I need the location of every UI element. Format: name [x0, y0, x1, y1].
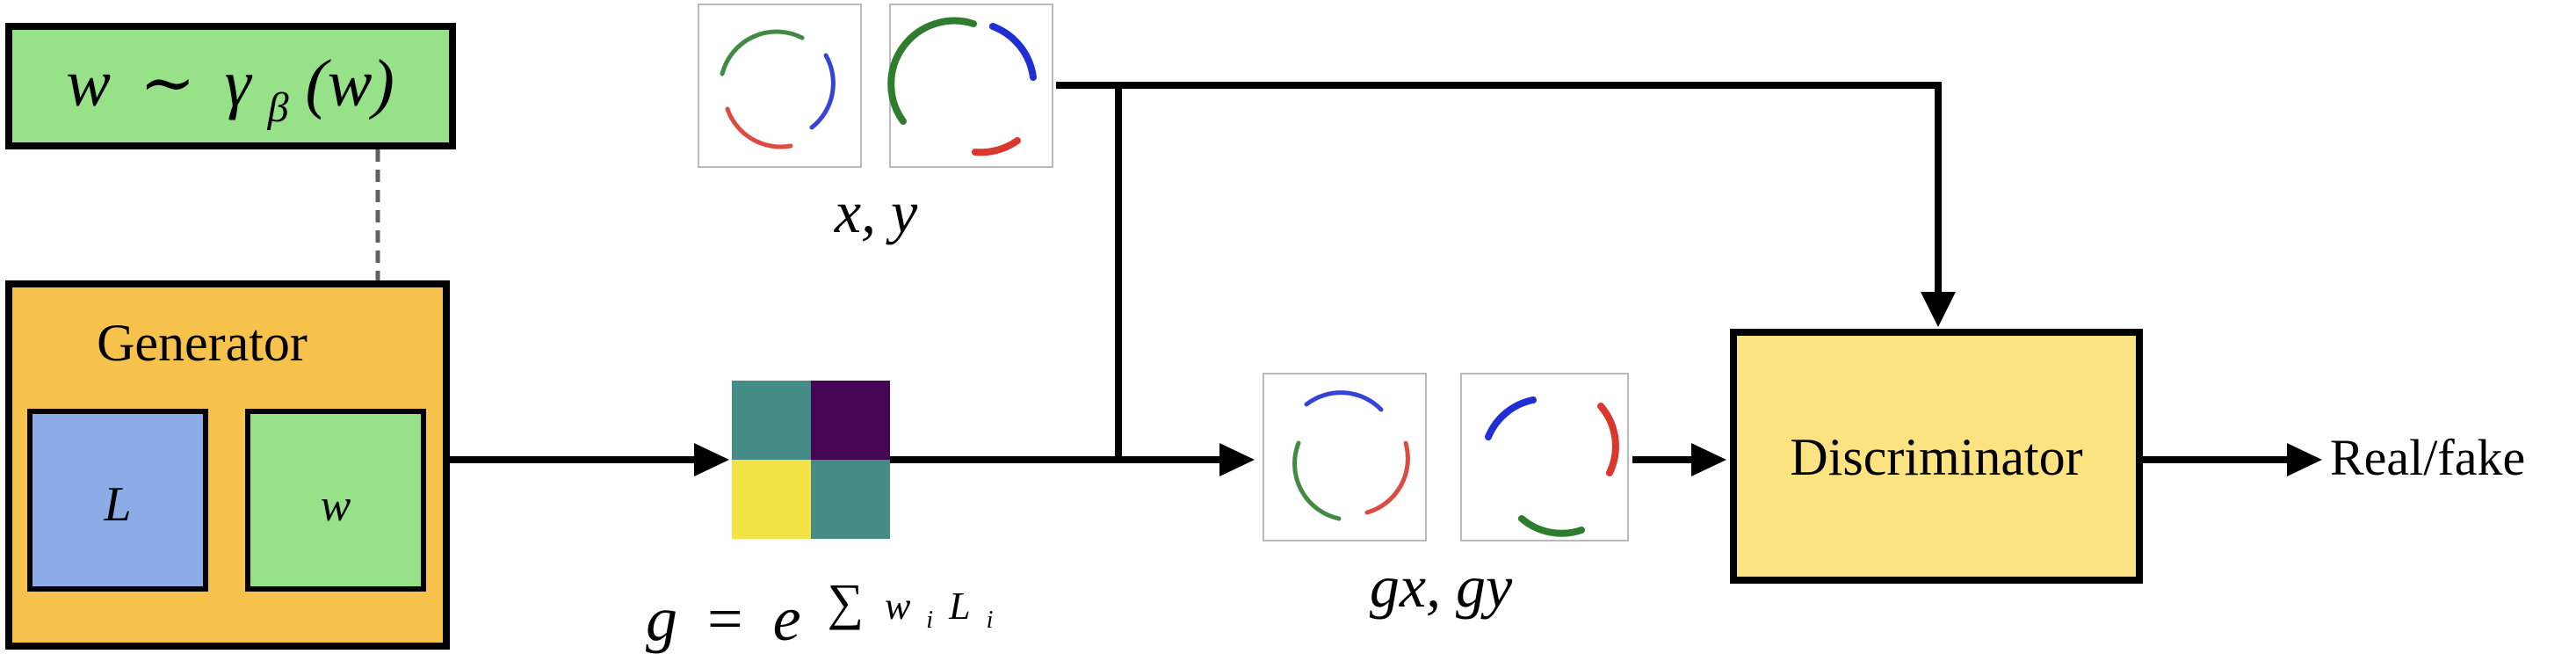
sum-L: L [948, 585, 970, 628]
discriminator-label: Discriminator [1790, 428, 2082, 486]
generator-L-label: L [103, 477, 131, 532]
prior-gamma: γ [225, 47, 253, 120]
x-arc-red [725, 106, 793, 149]
gy-panel-frame [1460, 373, 1629, 541]
gx-arc-red [1364, 440, 1410, 515]
xy-label: x, y [834, 178, 918, 245]
gy-sample-panel [1460, 373, 1629, 541]
x-arc-blue [809, 53, 836, 130]
prior-tilde: ∼ [140, 47, 196, 120]
gy-arc-blue [1485, 396, 1537, 440]
generator-L-matrix [27, 409, 208, 592]
x-panel-frame [698, 4, 862, 168]
y-arc-green [887, 17, 977, 125]
sum-w: w [885, 585, 911, 628]
xy-to-discriminator-arrowhead [1921, 292, 1956, 327]
group-element-formula: g = e ∑ w i L i [646, 563, 993, 654]
y-arc-blue [989, 23, 1037, 81]
exp-e: e [773, 584, 801, 654]
y-sample-panel [887, 4, 1053, 168]
x-sample-panel [698, 4, 862, 168]
prior-box [5, 23, 456, 149]
gxgy-label: gx, gy [1370, 553, 1513, 620]
equals-symbol: = [707, 584, 743, 654]
generator-title: Generator [97, 314, 308, 372]
gxgy-to-discriminator-arrowhead [1691, 443, 1726, 476]
sum-w-index: i [926, 607, 933, 634]
prior-distribution: w ∼ γ β (w) [5, 23, 456, 149]
matrix-cell-1 [811, 381, 890, 460]
g-symbol: g [646, 584, 677, 654]
gx-arc-blue [1304, 390, 1384, 412]
gx-arc-green [1292, 440, 1342, 521]
generator-to-g-arrowhead [694, 443, 729, 476]
discriminator-box [1730, 329, 2143, 584]
discriminator: Discriminator [1730, 329, 2143, 584]
matrix-cell-3 [811, 460, 890, 539]
output-label: Real/fake [2330, 429, 2525, 486]
prior-formula: w ∼ γ β (w) [66, 47, 394, 136]
generator: Generator L w [5, 280, 450, 650]
discriminator-to-output-arrowhead [2287, 443, 2322, 476]
matrix-cell-2 [732, 460, 811, 539]
gy-arc-green [1518, 515, 1585, 537]
y-panel-frame [889, 4, 1053, 168]
sum-L-index: i [987, 607, 994, 634]
matrix-cell-0 [732, 381, 811, 460]
prior-arg: (w) [305, 47, 394, 120]
x-arc-green [720, 29, 805, 76]
prior-beta: β [267, 84, 289, 131]
group-element-matrix [732, 381, 890, 539]
generator-w-weights [245, 409, 426, 592]
gx-sample-panel [1263, 373, 1427, 541]
generator-w-label: w [321, 481, 351, 531]
y-arc-red [972, 137, 1021, 156]
prior-w: w [66, 47, 111, 120]
sum-symbol: ∑ [828, 573, 864, 630]
g-to-gxgy-arrowhead [1219, 443, 1255, 476]
gx-panel-frame [1263, 373, 1427, 541]
gy-arc-red [1597, 403, 1619, 476]
